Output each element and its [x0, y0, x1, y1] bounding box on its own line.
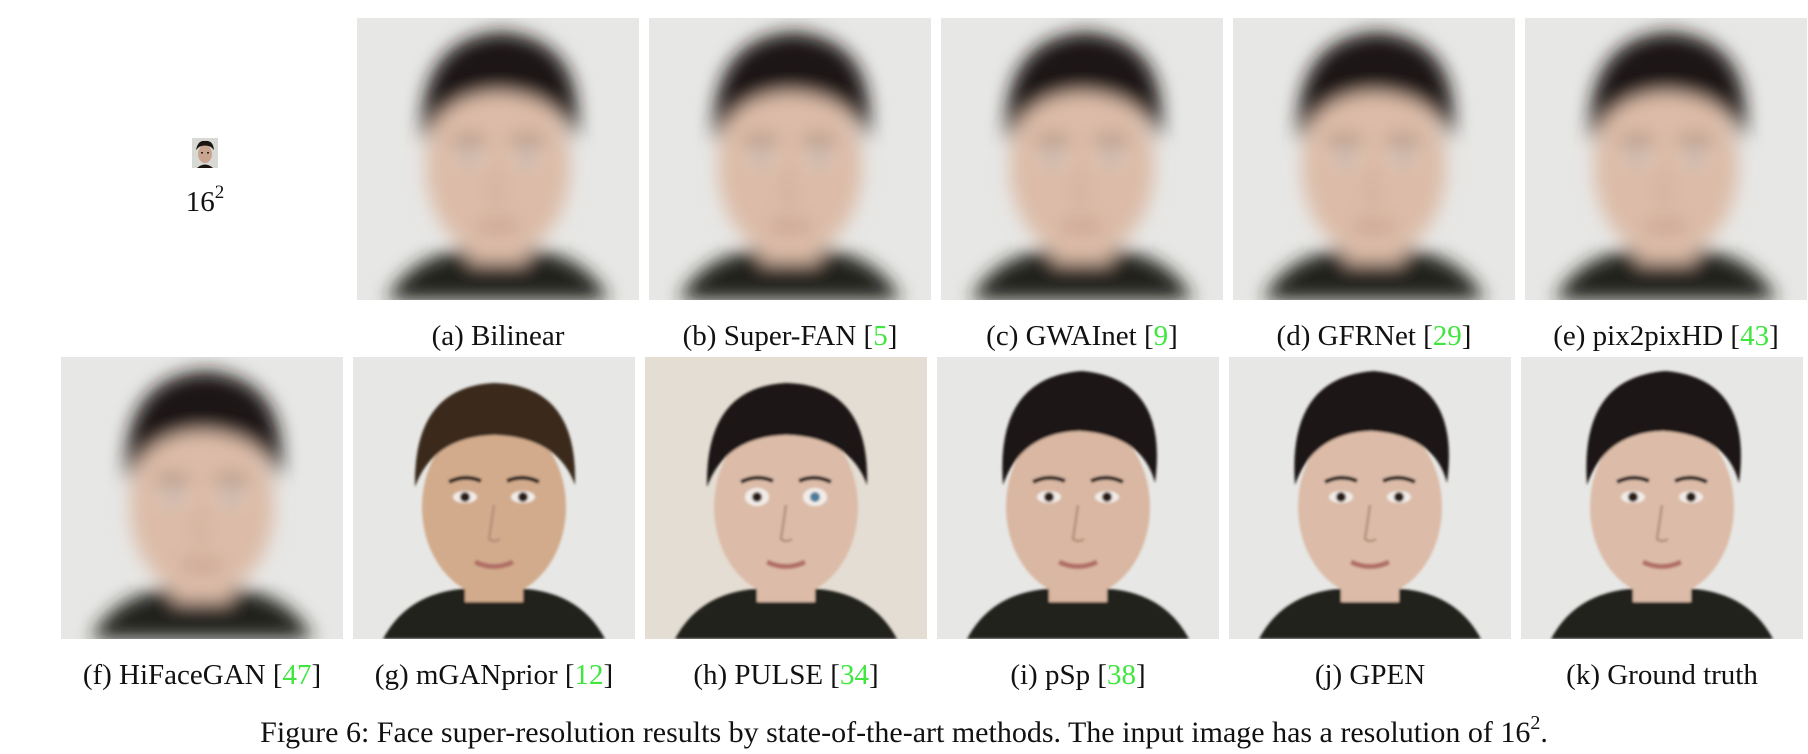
panel-caption: (b) Super-FAN [5] — [682, 320, 898, 352]
panel-pulse: (h) PULSE [34] — [645, 357, 927, 691]
panel-mganprior: (g) mGANprior [12] — [353, 357, 635, 691]
citation-link[interactable]: 47 — [282, 659, 312, 691]
panel-gfrnet: (d) GFRNet [29] — [1233, 18, 1515, 352]
result-image — [357, 18, 639, 300]
panel-caption: (g) mGANprior [12] — [374, 659, 614, 691]
result-image — [937, 357, 1219, 639]
panel-caption: (i) pSp [38] — [1010, 659, 1146, 691]
citation-link[interactable]: 34 — [839, 659, 869, 691]
panel-super-fan: (b) Super-FAN [5] — [649, 18, 931, 352]
face-illustration — [937, 357, 1219, 639]
result-image — [1233, 18, 1515, 300]
result-image — [61, 357, 343, 639]
panel-caption: (h) PULSE [34] — [693, 659, 879, 691]
face-illustration — [357, 18, 639, 300]
panel-caption: (e) pix2pixHD [43] — [1553, 320, 1779, 352]
citation-link[interactable]: 43 — [1740, 320, 1770, 352]
panel-caption: (f) HiFaceGAN [47] — [82, 659, 322, 691]
result-image — [941, 18, 1223, 300]
panel-gwainet: (c) GWAInet [9] — [941, 18, 1223, 352]
panel-pix2pixhd: (e) pix2pixHD [43] — [1525, 18, 1807, 352]
face-illustration — [61, 357, 343, 639]
result-image — [1525, 18, 1807, 300]
face-illustration — [649, 18, 931, 300]
input-image-block: 162 — [150, 138, 260, 219]
result-image — [645, 357, 927, 639]
face-illustration — [1521, 357, 1803, 639]
citation-link[interactable]: 29 — [1432, 320, 1462, 352]
panel-gpen: (j) GPEN — [1229, 357, 1511, 691]
result-image — [1229, 357, 1511, 639]
panel-caption: (j) GPEN — [1314, 659, 1426, 691]
face-illustration — [353, 357, 635, 639]
panel-caption: (d) GFRNet [29] — [1276, 320, 1472, 352]
result-image — [649, 18, 931, 300]
face-illustration — [1229, 357, 1511, 639]
input-thumbnail-image — [192, 138, 218, 168]
panel-caption: (k) Ground truth — [1566, 659, 1758, 691]
figure-caption: Figure 6: Face super-resolution results … — [260, 712, 1548, 749]
panel-bilinear: (a) Bilinear — [357, 18, 639, 352]
input-resolution-label: 162 — [185, 182, 225, 218]
citation-link[interactable]: 9 — [1153, 320, 1169, 352]
face-illustration — [1525, 18, 1807, 300]
face-illustration — [941, 18, 1223, 300]
result-image — [353, 357, 635, 639]
panel-ground-truth: (k) Ground truth — [1521, 357, 1803, 691]
face-illustration — [1233, 18, 1515, 300]
citation-link[interactable]: 5 — [873, 320, 888, 352]
panel-caption: (c) GWAInet [9] — [986, 320, 1178, 352]
citation-link[interactable]: 12 — [574, 659, 604, 691]
input-face-icon — [192, 138, 218, 168]
panel-psp: (i) pSp [38] — [937, 357, 1219, 691]
panel-caption: (a) Bilinear — [431, 320, 565, 352]
result-image — [1521, 357, 1803, 639]
face-illustration — [645, 357, 927, 639]
panel-hifacegan: (f) HiFaceGAN [47] — [61, 357, 343, 691]
citation-link[interactable]: 38 — [1107, 659, 1136, 691]
